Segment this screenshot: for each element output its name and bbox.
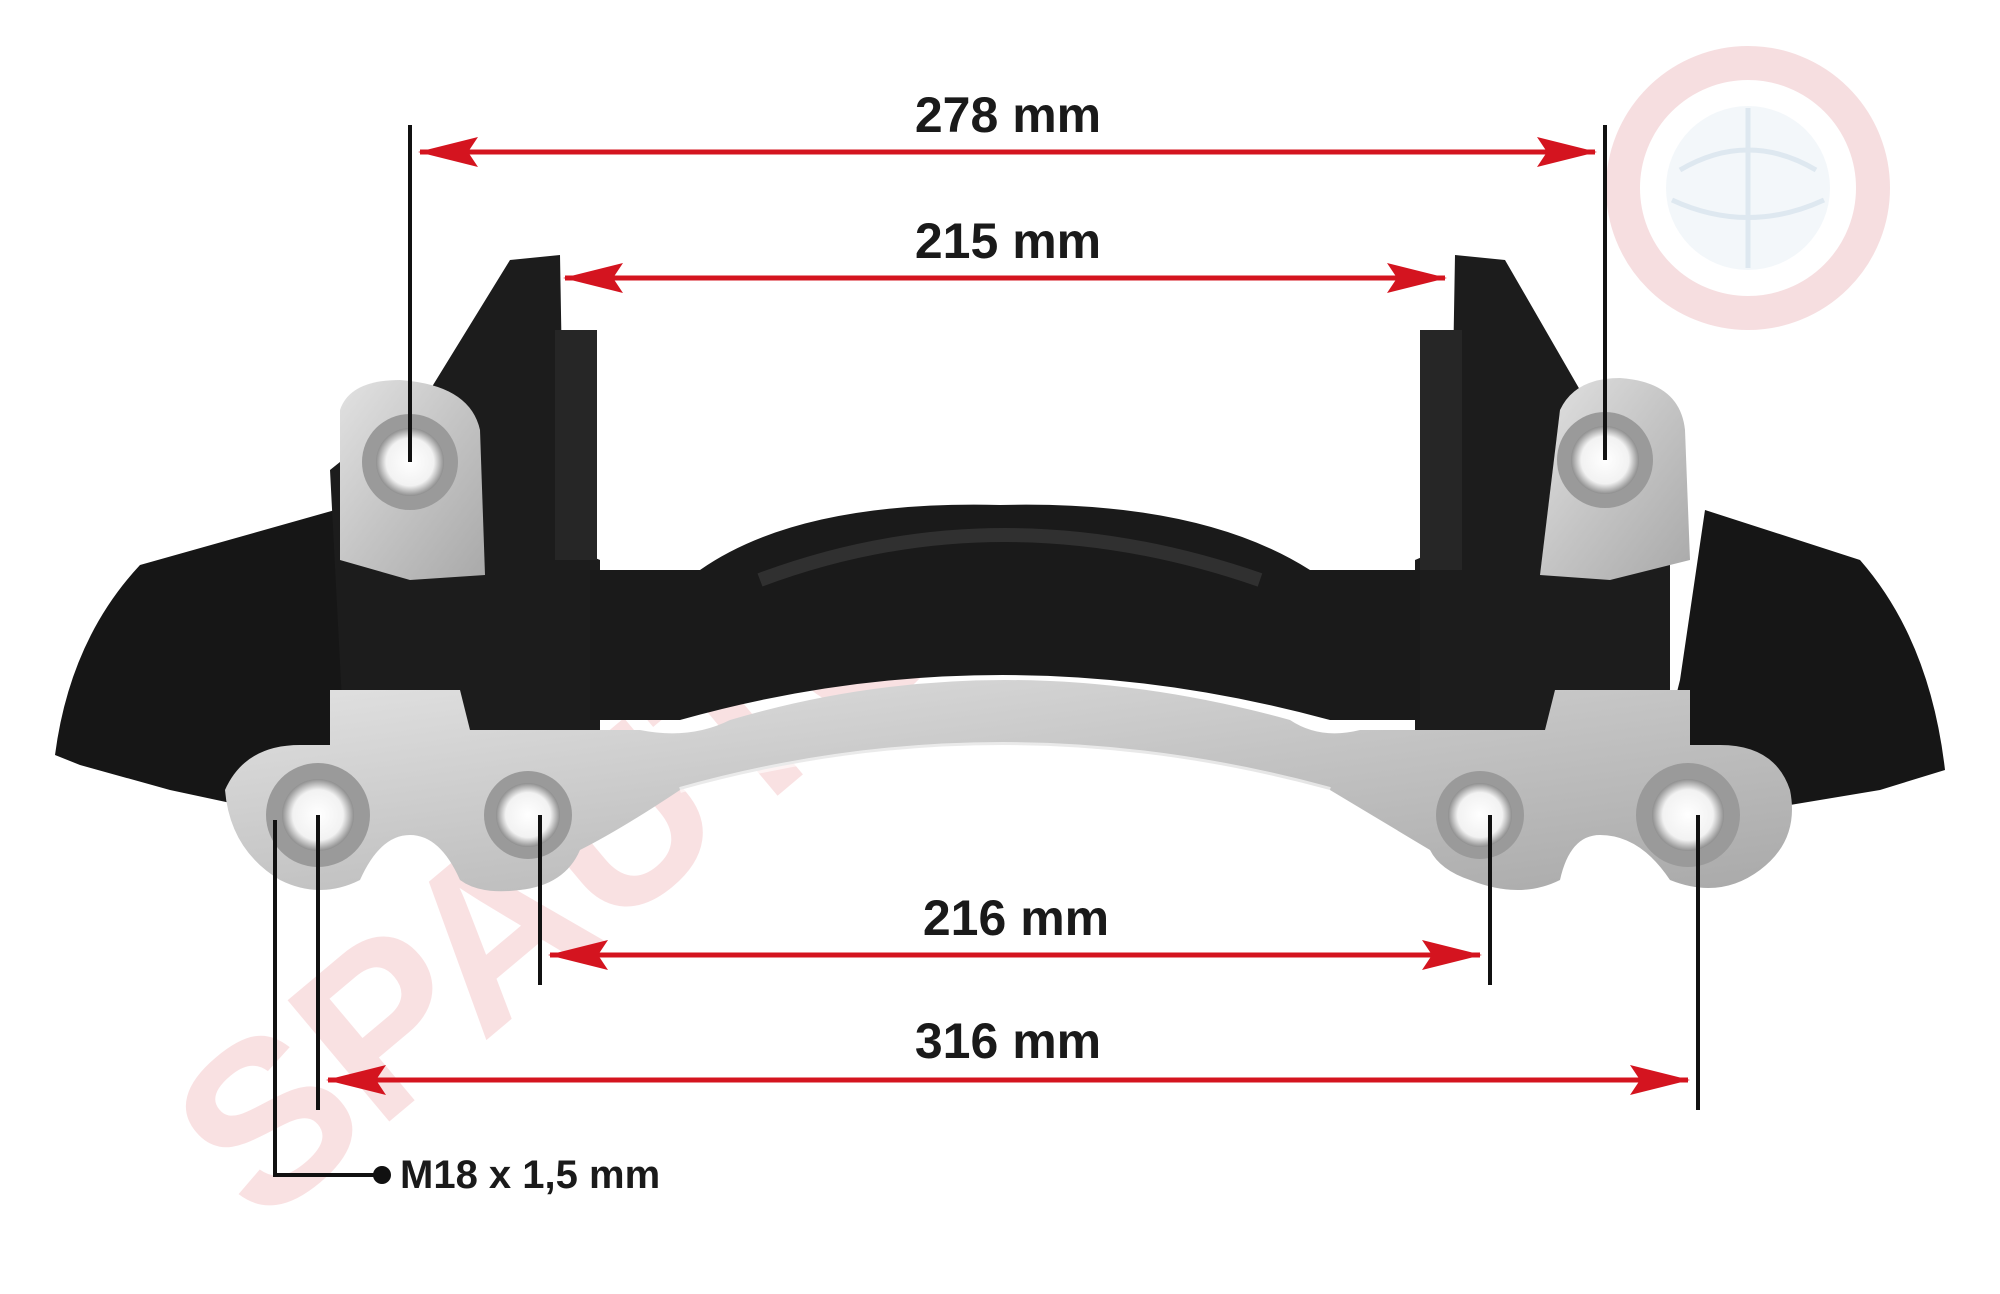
dim-278-label: 278 mm bbox=[915, 87, 1101, 143]
caliper-carrier bbox=[55, 255, 1945, 892]
right-wing bbox=[1660, 510, 1945, 810]
dimension-arrows bbox=[326, 137, 1690, 1095]
dim-316-label: 316 mm bbox=[915, 1013, 1101, 1069]
right-pad-guide bbox=[1420, 330, 1462, 570]
left-pad-guide bbox=[555, 330, 597, 560]
logo-globe-icon bbox=[1606, 46, 1890, 330]
dim-216-label: 216 mm bbox=[923, 890, 1109, 946]
mounting-plate bbox=[225, 680, 1792, 892]
left-wing bbox=[55, 510, 380, 810]
dimension-labels: 278 mm 215 mm 216 mm 316 mm M18 x 1,5 mm bbox=[400, 87, 1109, 1197]
right-tower bbox=[1415, 255, 1670, 760]
thread-callout-dot bbox=[373, 1166, 391, 1184]
extension-lines bbox=[273, 125, 1700, 1177]
thread-note: M18 x 1,5 mm bbox=[400, 1153, 660, 1197]
dim-215-label: 215 mm bbox=[915, 213, 1101, 269]
bridge-arch bbox=[757, 528, 1263, 587]
